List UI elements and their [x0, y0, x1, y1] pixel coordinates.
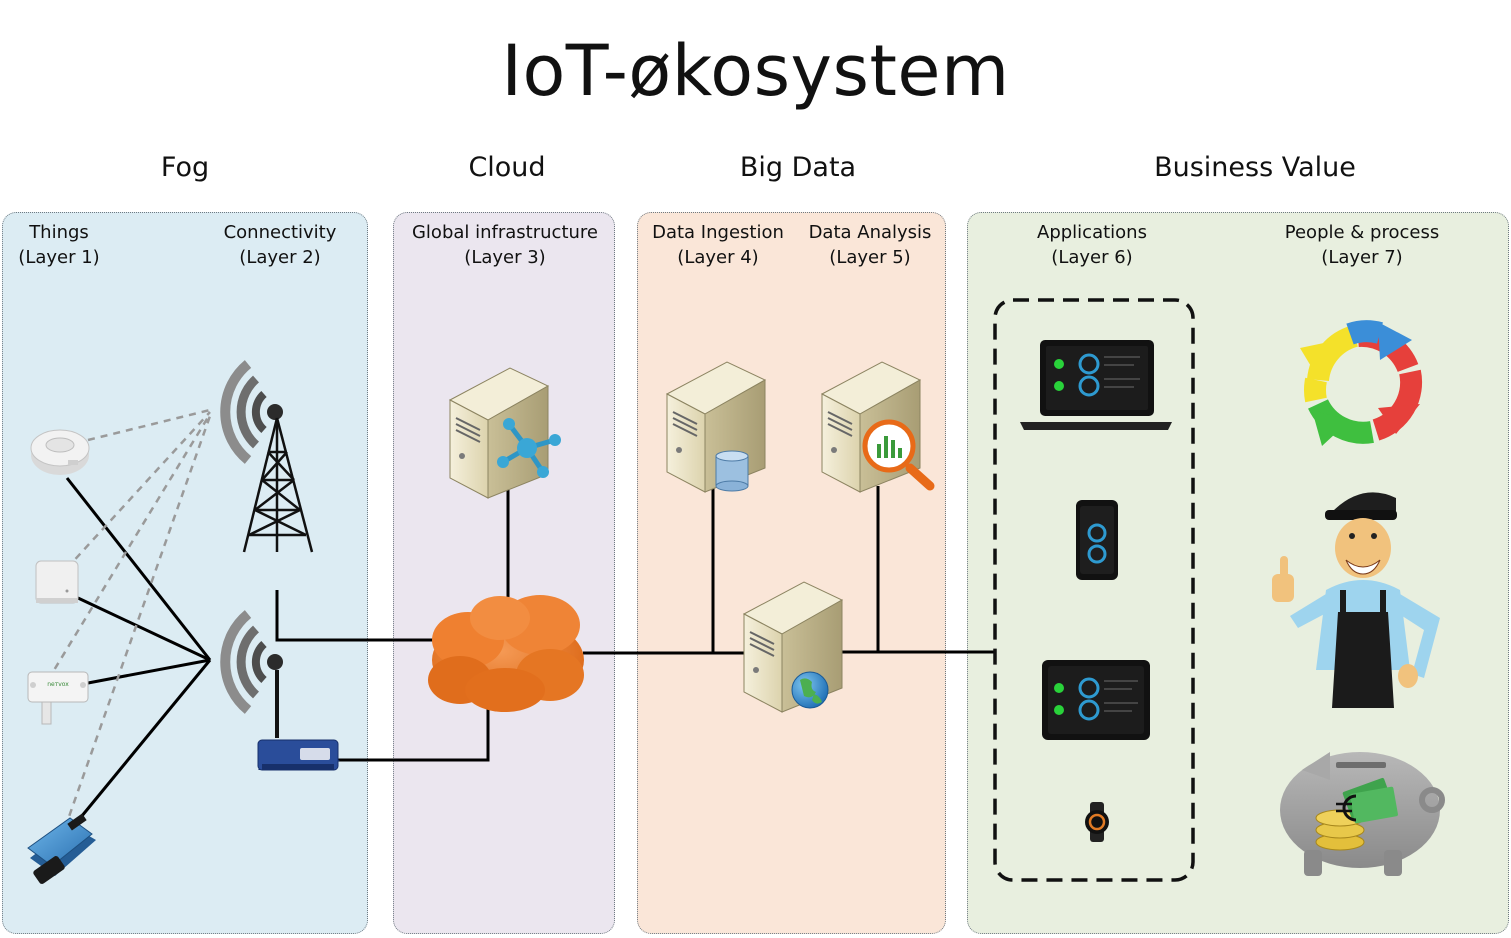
- process-cycle-arrowheads: [1300, 322, 1420, 446]
- applications-group-border: [993, 298, 1195, 882]
- smartwatch-icon: [1085, 802, 1109, 842]
- layer-name: Global infrastructure: [411, 222, 598, 243]
- wireless-links: [46, 408, 212, 829]
- section-big-data: Big Data: [739, 152, 857, 183]
- layer-label-things: Things (Layer 1): [9, 220, 109, 270]
- magnifier-chart-icon: [862, 419, 935, 491]
- layer-level: (Layer 1): [18, 247, 100, 268]
- layer-name: Connectivity: [223, 222, 337, 243]
- layer-level: (Layer 4): [677, 247, 759, 268]
- gateway-router-icon: [257, 670, 340, 771]
- database-icon: [715, 450, 749, 492]
- wifi-signal-icon: [220, 360, 283, 464]
- globe-icon: [791, 671, 829, 709]
- connection-lines: [65, 477, 995, 829]
- wifi-signal-icon: [220, 610, 283, 714]
- layer-level: (Layer 2): [239, 247, 321, 268]
- link-netvox-gateway: [87, 658, 211, 685]
- layer-name: People & process: [1284, 222, 1440, 243]
- laptop-icon: [1020, 340, 1172, 430]
- link-tower-cloud: [275, 590, 445, 642]
- layer-label-applications: Applications (Layer 6): [1022, 220, 1162, 270]
- layer-label-global-infrastructure: Global infrastructure (Layer 3): [405, 220, 605, 270]
- link-sensor-gateway: [77, 596, 211, 662]
- layer-label-connectivity: Connectivity (Layer 2): [205, 220, 355, 270]
- layer-name: Things: [29, 222, 89, 243]
- layer-label-people-process: People & process (Layer 7): [1282, 220, 1442, 270]
- layer-level: (Layer 7): [1321, 247, 1403, 268]
- layer-label-data-analysis: Data Analysis (Layer 5): [800, 220, 940, 270]
- io-module-icon: [27, 813, 96, 884]
- big-data-panel: [637, 212, 946, 934]
- layer-name: Applications: [1037, 222, 1147, 243]
- radio-tower-icon: [242, 417, 314, 553]
- layer-name: Data Ingestion: [652, 222, 784, 243]
- smoke-detector-icon: [30, 429, 90, 475]
- layer-name: Data Analysis: [808, 222, 932, 243]
- internet-cloud-icon: [428, 595, 584, 712]
- link-gateway-cloud: [338, 705, 490, 762]
- piggy-bank-icon: [1280, 752, 1445, 876]
- link-analysis-hub: [840, 486, 880, 654]
- sensor-box-icon: [35, 560, 79, 604]
- link-smoke-detector-gateway: [65, 477, 212, 661]
- diagram-title: IoT-økosystem: [501, 30, 1010, 112]
- tablet-icon: [1042, 660, 1150, 740]
- link-module-gateway: [70, 659, 212, 829]
- brand-label: nетvox: [47, 681, 69, 688]
- section-cloud: Cloud: [468, 152, 546, 183]
- layer-level: (Layer 6): [1051, 247, 1133, 268]
- layer-level: (Layer 5): [829, 247, 911, 268]
- worker-character-icon: [1272, 492, 1440, 708]
- smartphone-icon: [1076, 500, 1118, 580]
- network-hub-icon: [497, 418, 561, 478]
- section-fog: Fog: [160, 152, 210, 183]
- section-business-value: Business Value: [1154, 152, 1356, 183]
- netvox-sensor-icon: nетvox: [27, 671, 89, 725]
- cloud-panel: [393, 212, 615, 934]
- layer-level: (Layer 3): [464, 247, 546, 268]
- cloud-server-icon: [448, 367, 550, 499]
- layer-label-data-ingestion: Data Ingestion (Layer 4): [648, 220, 788, 270]
